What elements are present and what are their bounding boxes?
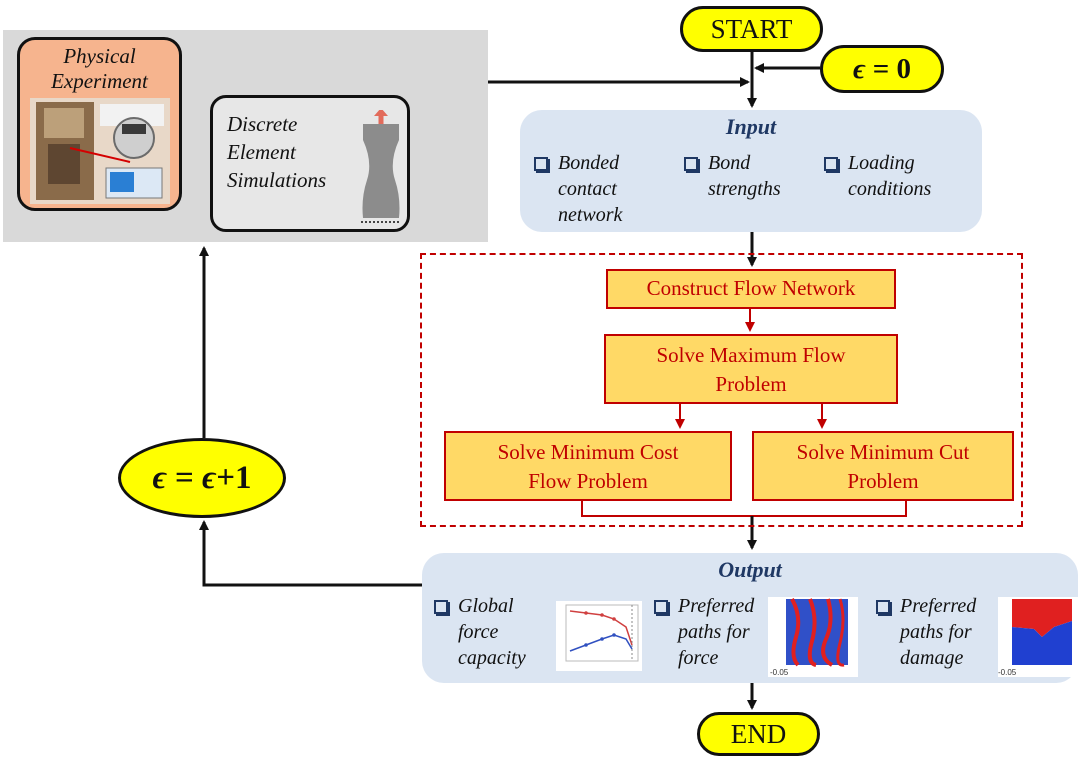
checkbox-bullet-icon — [534, 157, 548, 171]
input-item-loading-conditions: Loading conditions — [824, 150, 931, 202]
join-bracket — [581, 501, 907, 517]
arrow-output-to-epsilon — [199, 520, 422, 587]
output-item-damage-paths: Preferred paths for damage — [876, 593, 976, 671]
force-paths-thumbnail-icon: -0.05 — [768, 597, 858, 677]
physical-experiment-label: Physical Experiment — [51, 44, 148, 93]
epsilon-symbol: ϵ — [852, 53, 866, 85]
checkbox-bullet-icon — [654, 600, 668, 614]
checkbox-bullet-icon — [876, 600, 890, 614]
max-flow-box: Solve Maximum Flow Problem — [604, 334, 898, 404]
input-item-bond-strengths: Bond strengths — [684, 150, 781, 202]
min-cost-flow-box: Solve Minimum Cost Flow Problem — [444, 431, 732, 501]
checkbox-bullet-icon — [434, 600, 448, 614]
construct-flow-network-box: Construct Flow Network — [606, 269, 896, 309]
damage-paths-thumbnail-icon: -0.05 — [998, 597, 1078, 677]
lab-photo-icon — [30, 98, 170, 204]
input-item-contact-network: Bonded contact network — [534, 150, 622, 228]
flow-process-group — [420, 253, 1023, 527]
output-panel: Output Global force capacity Preferred p… — [422, 553, 1078, 683]
output-item-force-paths: Preferred paths for force — [654, 593, 754, 671]
discrete-element-box: Discrete Element Simulations — [210, 95, 410, 232]
input-title: Input — [725, 114, 777, 139]
start-terminal: START — [680, 6, 823, 52]
discrete-element-label: Discrete Element Simulations — [227, 112, 327, 192]
svg-text:-0.05: -0.05 — [770, 668, 789, 677]
epsilon-init-value: = 0 — [865, 53, 911, 85]
physical-experiment-box: Physical Experiment — [17, 37, 182, 211]
epsilon-symbol: ϵ — [202, 460, 217, 496]
force-curve-thumbnail-icon — [556, 601, 642, 671]
output-title: Output — [718, 557, 782, 582]
input-panel: Input Bonded contact network Bond streng… — [520, 110, 982, 232]
min-cut-box: Solve Minimum Cut Problem — [752, 431, 1014, 501]
epsilon-init-node: ϵ = 0 — [820, 45, 944, 93]
checkbox-bullet-icon — [824, 157, 838, 171]
specimen-icon — [361, 110, 401, 223]
checkbox-bullet-icon — [684, 157, 698, 171]
output-item-force-capacity: Global force capacity — [434, 593, 526, 671]
epsilon-symbol: ϵ — [152, 460, 167, 496]
svg-text:-0.05: -0.05 — [998, 668, 1017, 677]
epsilon-increment-node: ϵ = ϵ+1 — [118, 438, 286, 518]
end-terminal: END — [697, 712, 820, 756]
